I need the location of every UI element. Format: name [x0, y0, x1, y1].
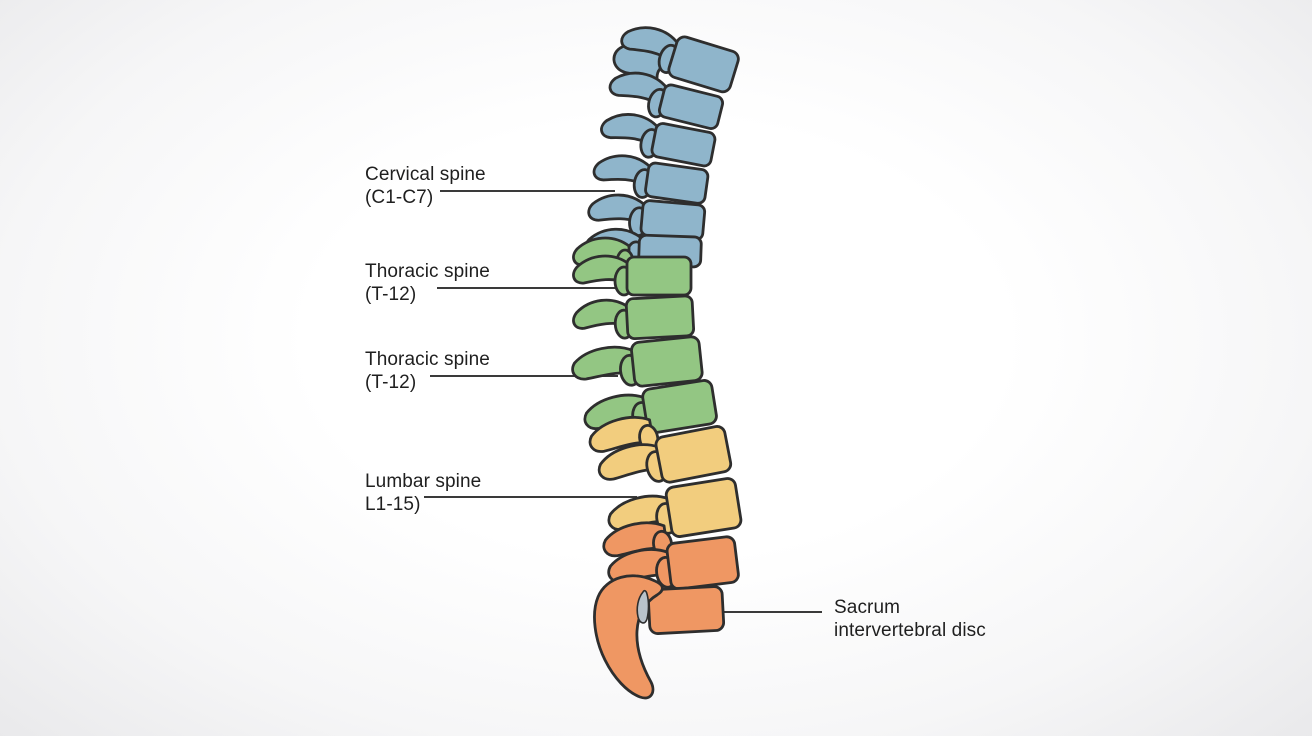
callout-thoracic-lower-line2: (T-12)	[365, 372, 417, 393]
leader-line-sacrum	[642, 611, 822, 613]
vertebra-thoracic	[572, 294, 695, 341]
spine-illustration	[571, 26, 743, 700]
vertebra-cervical	[587, 193, 707, 242]
vertebra-lumbar	[607, 477, 743, 538]
callout-sacrum-line1: Sacrum	[834, 597, 901, 618]
thoracic-region	[571, 236, 718, 434]
vertebra-cervical	[592, 154, 710, 205]
callout-thoracic-upper-line2: (T-12)	[365, 284, 417, 305]
callout-thoracic-lower: Thoracic spine (T-12)	[365, 348, 490, 394]
callout-cervical-line1: Cervical spine	[365, 164, 486, 185]
callout-sacrum: Sacrum intervertebral disc	[834, 596, 986, 642]
sacrum-coccyx-hook	[593, 574, 664, 700]
leader-line-thoracic-lower	[430, 375, 618, 377]
lumbar-region	[588, 416, 743, 538]
callout-thoracic-upper: Thoracic spine (T-12)	[365, 260, 490, 306]
leader-line-thoracic-upper	[437, 287, 621, 289]
leader-line-cervical	[440, 190, 615, 192]
callout-thoracic-upper-line1: Thoracic spine	[365, 261, 490, 282]
sacrum-region	[593, 521, 740, 700]
vertebra-cervical	[620, 26, 740, 94]
vertebra-cervical	[608, 71, 725, 130]
callout-lumbar-line1: Lumbar spine	[365, 471, 482, 492]
leader-line-lumbar	[424, 496, 637, 498]
callout-cervical-line2: (C1-C7)	[365, 187, 434, 208]
vertebra-thoracic	[572, 254, 693, 297]
vertebra-thoracic	[571, 335, 704, 388]
vertebra-cervical	[600, 113, 717, 168]
callout-thoracic-lower-line1: Thoracic spine	[365, 349, 490, 370]
cervical-region	[584, 26, 740, 270]
callout-lumbar-line2: L1-15)	[365, 494, 421, 515]
intervertebral-disc-sliver	[636, 589, 650, 624]
callout-cervical: Cervical spine (C1-C7)	[365, 163, 486, 209]
callout-lumbar: Lumbar spine L1-15)	[365, 470, 481, 516]
vertebra-lumbar	[597, 425, 733, 484]
vertebra-sacral	[607, 535, 740, 591]
callout-sacrum-line2: intervertebral disc	[834, 620, 986, 641]
